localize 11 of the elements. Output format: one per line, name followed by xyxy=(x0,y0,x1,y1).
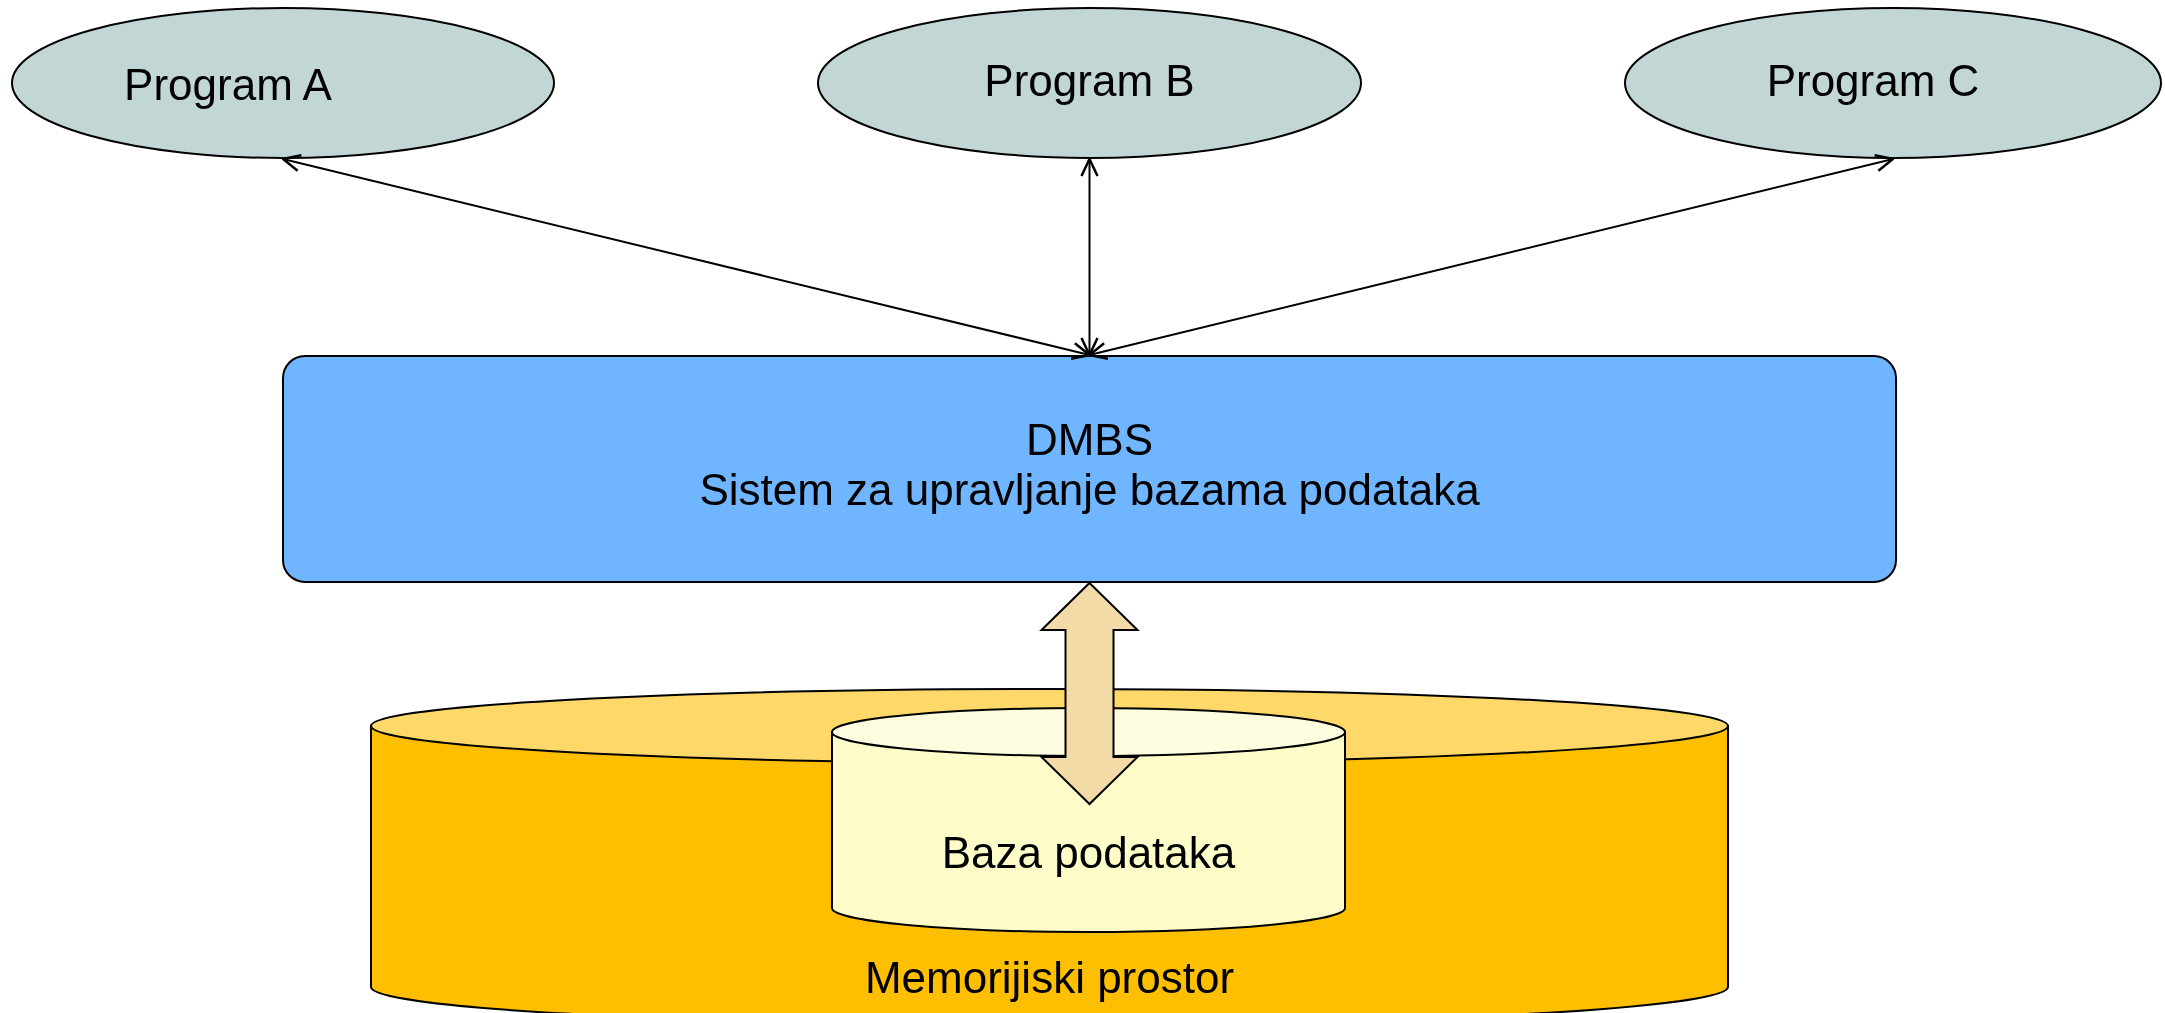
double-arrow xyxy=(1088,154,1895,360)
double-arrow xyxy=(1080,157,1099,357)
double-arrow xyxy=(281,154,1091,360)
node-title: DMBS xyxy=(1024,417,1155,463)
node-label: Sistem za upravljanje bazama podataka xyxy=(698,467,1481,513)
block-double-arrow xyxy=(1039,581,1140,806)
node-label: Memorijiski prostor xyxy=(863,955,1236,1001)
node-label: Program A xyxy=(123,62,333,108)
node-label: Program B xyxy=(983,58,1196,104)
node-label: Program C xyxy=(1765,58,1981,104)
node-label: Baza podataka xyxy=(940,830,1237,876)
